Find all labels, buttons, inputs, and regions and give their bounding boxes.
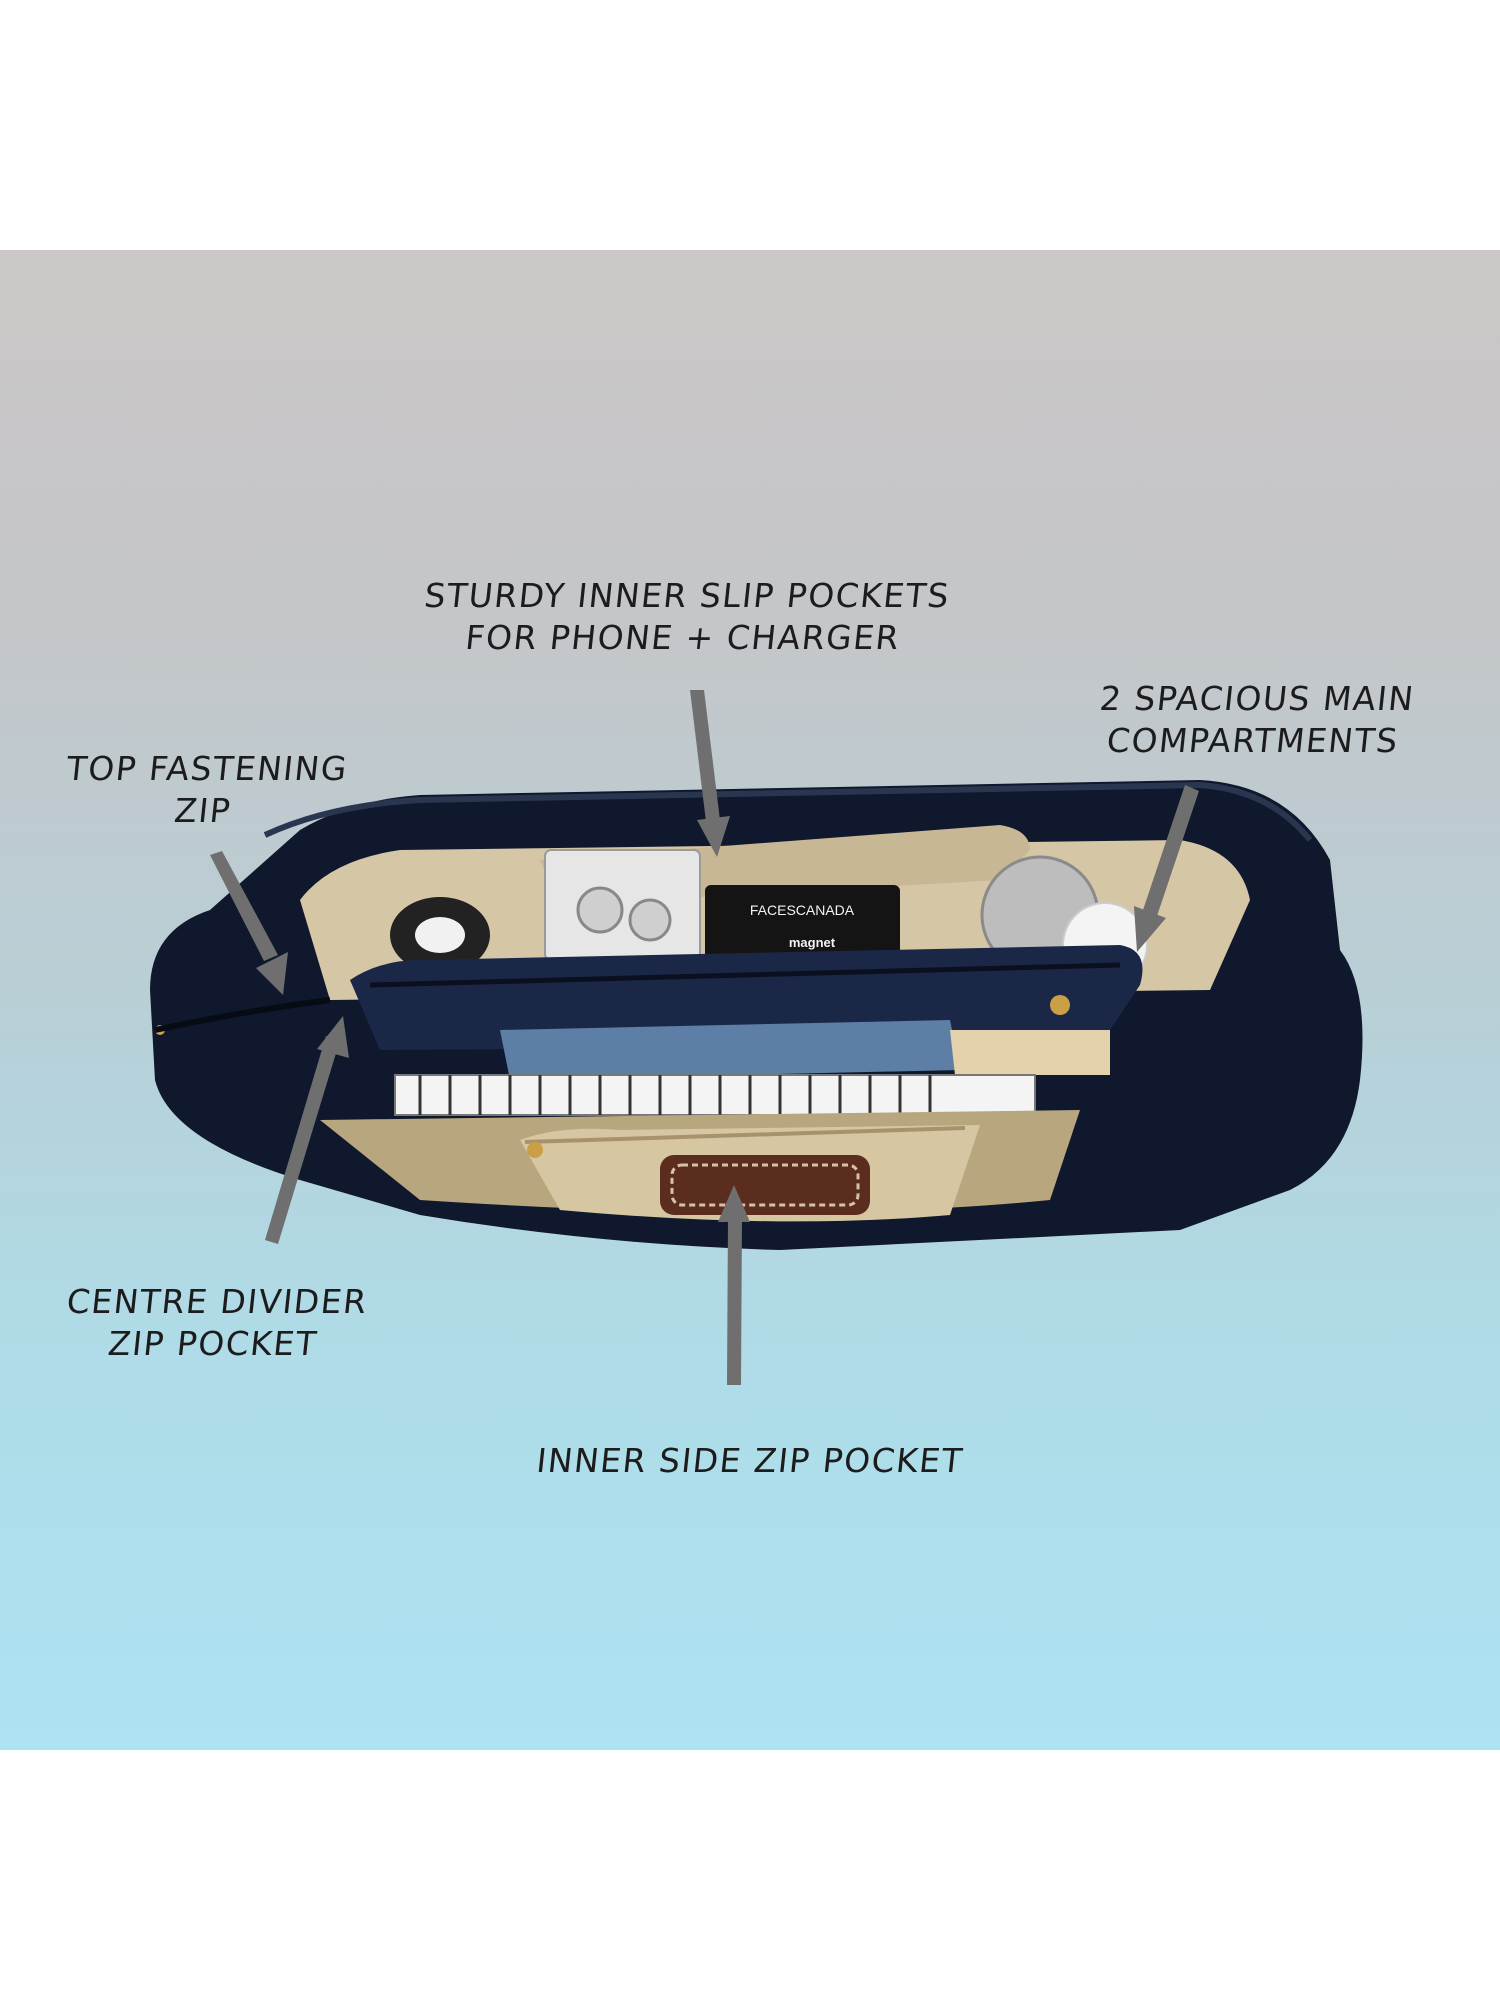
divider-zip-line bbox=[369, 962, 1121, 988]
notebook-blue bbox=[500, 1020, 960, 1080]
arrow-centre-divider bbox=[265, 1016, 349, 1244]
callout-inner-slip-pockets-line1: STURDY INNER SLIP POCKETS bbox=[422, 576, 952, 615]
callout-main-compartments-line2: COMPARTMENTS bbox=[1104, 721, 1401, 760]
arrow-inner-side-zip bbox=[718, 1185, 750, 1385]
callout-top-fastening-zip: TOP FASTENING ZIP bbox=[41, 748, 370, 832]
callout-centre-divider: CENTRE DIVIDER ZIP POCKET bbox=[36, 1281, 395, 1365]
zip-puller-side bbox=[527, 1142, 543, 1158]
callout-inner-side-zip: INNER SIDE ZIP POCKET bbox=[478, 1440, 1022, 1482]
compact-brand-text: FACESCANADA bbox=[750, 902, 855, 918]
callout-top-fastening-zip-line1: TOP FASTENING bbox=[64, 749, 350, 788]
callout-main-compartments-line1: 2 SPACIOUS MAIN bbox=[1097, 679, 1417, 718]
callout-centre-divider-line1: CENTRE DIVIDER bbox=[64, 1282, 370, 1321]
callout-inner-side-zip-line1: INNER SIDE ZIP POCKET bbox=[534, 1441, 966, 1480]
callout-top-fastening-zip-line2: ZIP bbox=[172, 791, 234, 830]
spiral-notebook bbox=[394, 1074, 1036, 1116]
callout-main-compartments: 2 SPACIOUS MAIN COMPARTMENTS bbox=[1061, 678, 1450, 762]
notebook-spiral bbox=[418, 1075, 932, 1115]
earphones bbox=[576, 886, 624, 934]
arrow-slip-pockets bbox=[690, 690, 730, 857]
arrow-main-compartments bbox=[1134, 785, 1199, 952]
callout-inner-slip-pockets-line2: FOR PHONE + CHARGER bbox=[463, 618, 903, 657]
callout-centre-divider-line2: ZIP POCKET bbox=[106, 1324, 320, 1363]
top-zip-line bbox=[154, 997, 331, 1033]
bag-rim bbox=[263, 781, 1313, 842]
wallet bbox=[660, 1155, 870, 1215]
arrow-top-zip bbox=[210, 851, 288, 995]
side-pocket-zip bbox=[524, 1126, 966, 1144]
compact-line1-text: magnet bbox=[789, 935, 836, 950]
notebook-beige bbox=[950, 1030, 1110, 1075]
zip-puller-right bbox=[1050, 995, 1070, 1015]
callout-inner-slip-pockets: STURDY INNER SLIP POCKETS FOR PHONE + CH… bbox=[371, 575, 1000, 659]
